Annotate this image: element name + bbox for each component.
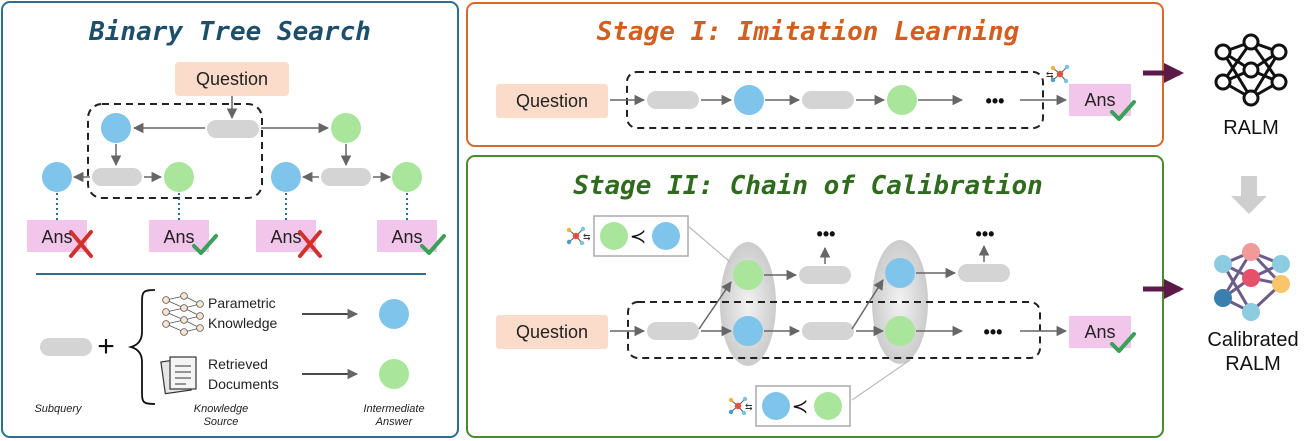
tree-leaf-green-2 <box>392 162 422 192</box>
exchange-arrows-icon: ⇆ <box>1046 70 1054 80</box>
stage1-subquery-1 <box>647 91 699 109</box>
left-panel-title: Binary Tree Search <box>88 17 371 47</box>
pref-top-blue <box>652 222 680 250</box>
stage1-question-label: Question <box>516 91 588 111</box>
tree-answer-4 <box>377 220 437 252</box>
legend-subquery-shape <box>40 338 92 356</box>
tree-answer-3-label: Ans <box>270 227 301 247</box>
stage2-chain-box <box>627 301 1041 359</box>
pref-bottom-green <box>814 392 842 420</box>
cross-icon <box>69 230 93 258</box>
check-icon <box>420 234 446 255</box>
tree-answer-2 <box>149 220 209 252</box>
check-icon <box>1110 100 1136 121</box>
tree-answer-2-label: Ans <box>163 227 194 247</box>
stage2-subquery-1 <box>647 322 699 340</box>
stage1-question-box <box>496 84 608 118</box>
tree-answer-4-label: Ans <box>391 227 422 247</box>
stage2-branch-ellipsis-1: ••• <box>817 224 836 244</box>
stage2-branch-ellipsis-2: ••• <box>976 224 995 244</box>
legend-knowledge-source-line2: Source <box>204 416 239 428</box>
exchange-arrows-icon: ⇆ <box>583 232 591 242</box>
stage2-title: Stage II: Chain of Calibration <box>573 171 1043 201</box>
tree-question-label: Question <box>196 69 268 89</box>
tree-node-green-1 <box>331 113 361 143</box>
tree-answer-1-label: Ans <box>41 227 72 247</box>
documents-icon <box>160 356 197 395</box>
stage2-cand1-blue <box>733 316 763 346</box>
stage1-ellipsis: ••• <box>986 91 1005 111</box>
legend-knowledge-source-line1: Knowledge <box>194 403 248 415</box>
calibrated-label-line2: RALM <box>1225 353 1281 375</box>
ralm-label: RALM <box>1223 117 1279 139</box>
legend-intermediate-line2: Answer <box>375 416 414 428</box>
legend-intermediate-line1: Intermediate <box>363 403 424 415</box>
tree-leaf-blue-1 <box>42 162 72 192</box>
tree-node-blue-1 <box>101 113 131 143</box>
legend-retrieved-line2: Documents <box>208 376 279 392</box>
cross-icon <box>298 230 322 258</box>
stage1-answer-label: Ans <box>1084 90 1115 110</box>
legend-parametric-line1: Parametric <box>208 295 276 311</box>
stage2-cand2-blue <box>885 258 915 288</box>
pref-bottom-blue <box>762 392 790 420</box>
stage2-chain-ellipsis: ••• <box>984 322 1003 342</box>
pref-top-less: ≺ <box>630 226 647 248</box>
stage2-question-label: Question <box>516 322 588 342</box>
stage2-branch-subquery-1 <box>799 266 851 284</box>
right-column: RALM Calibrated RALM <box>1143 33 1299 375</box>
legend-parametric-line2: Knowledge <box>208 315 277 331</box>
pref-bottom-less: ≺ <box>792 396 809 418</box>
stage2-panel: Stage II: Chain of Calibration ≺ ⇆ Quest… <box>466 155 1164 438</box>
tree-leaf-blue-2 <box>271 162 301 192</box>
ralm-network-icon <box>1214 33 1288 107</box>
tree-subquery-root <box>207 120 259 138</box>
stage1-panel: Stage I: Imitation Learning Question •••… <box>466 2 1164 147</box>
stage1-answer-box <box>1069 84 1131 116</box>
legend-brace <box>127 289 156 405</box>
legend-blue-node <box>379 299 409 329</box>
selected-path-box <box>87 103 263 199</box>
legend-retrieved-line1: Retrieved <box>208 356 268 372</box>
tree-subquery-right <box>321 168 371 186</box>
check-icon <box>192 234 218 255</box>
stage2-answer-label: Ans <box>1084 322 1115 342</box>
stage2-branch-subquery-2 <box>958 264 1010 282</box>
legend-plus: + <box>97 330 115 363</box>
stage2-subquery-2 <box>802 322 854 340</box>
stage2-answer-box <box>1069 316 1131 348</box>
stage2-cand2-green <box>885 316 915 346</box>
neural-network-icon <box>162 292 204 336</box>
tree-question-box <box>175 62 289 96</box>
stage2-question-box <box>496 315 608 349</box>
calibrated-ralm-network-icon <box>1214 243 1290 321</box>
tree-leaf-green-1 <box>164 162 194 192</box>
stage1-subquery-2 <box>802 91 854 109</box>
down-arrow-icon <box>1231 176 1267 214</box>
stage1-title: Stage I: Imitation Learning <box>597 17 1020 47</box>
tree-subquery-left <box>92 168 142 186</box>
pref-top-green <box>600 222 628 250</box>
check-icon <box>1110 332 1136 353</box>
exchange-arrows-icon: ⇆ <box>745 402 753 412</box>
stage1-node-blue <box>734 85 764 115</box>
legend-green-node <box>379 359 409 389</box>
stage1-node-green <box>887 85 917 115</box>
stage2-cand1-green <box>733 260 763 290</box>
calibrated-label-line1: Calibrated <box>1207 329 1298 351</box>
binary-tree-search-panel: Binary Tree Search Question Ans <box>1 1 459 438</box>
left-panel-frame <box>1 1 459 438</box>
legend-subquery-caption: Subquery <box>34 403 83 415</box>
